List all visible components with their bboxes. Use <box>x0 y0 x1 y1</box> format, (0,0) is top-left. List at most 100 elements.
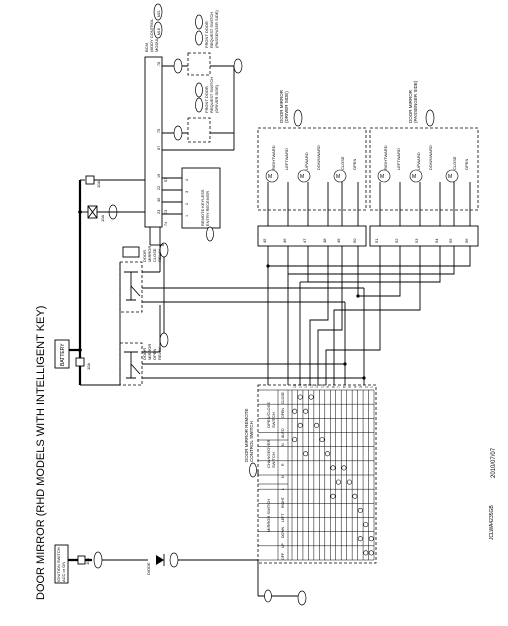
switch-contact <box>292 437 298 443</box>
passenger-switch-label-1: FRONT DOOR <box>204 21 209 48</box>
driver-switch-label-3: (DRIVER SIDE) <box>214 84 219 113</box>
ignition-switch: IGNITION SWITCH ACC or ON <box>54 544 69 584</box>
passenger-harness-pin-4: 54 <box>434 238 439 243</box>
bcm-pin-4: 75 <box>157 129 161 133</box>
bcm-label-2: (BODY CONTROL <box>149 18 154 52</box>
switch-contact <box>357 536 363 542</box>
switch-pin-label: 5 <box>348 386 352 388</box>
receiver-label-2: ENTRY RECEIVER <box>205 191 210 226</box>
col-open-close-2: SWITCH <box>271 412 276 428</box>
receiver-label-1: REMOTE KEYLESS <box>200 189 205 226</box>
driver-harness-pin-3: 47 <box>302 238 307 243</box>
receiver-pin-2: 3 <box>185 191 189 193</box>
switch-contact <box>346 479 352 485</box>
bcm-pin-6: 19 <box>157 174 161 178</box>
diode-label: DIODE <box>146 562 151 575</box>
sub-off: OFF <box>281 553 285 560</box>
battery: BATTERY <box>54 339 70 369</box>
bcm-pin-7: 22 <box>157 186 161 190</box>
driver-motor-leftward: LEFTWARD <box>284 148 289 170</box>
bcm-pin-5: 76 <box>157 62 161 66</box>
connector-d3-mirror <box>293 109 303 127</box>
switch-pin-label: 10 <box>321 384 325 388</box>
switch-pin-label: 12 <box>310 384 314 388</box>
driver-mirror-harness: 45 46 47 48 49 50 <box>257 225 367 247</box>
connector-m7-switch <box>249 462 257 478</box>
switch-pin-label: 9 <box>326 386 330 388</box>
sub-down: DOWN <box>281 526 285 538</box>
bcm-label-1: BCM <box>144 43 149 52</box>
svg-text:M: M <box>448 174 452 180</box>
passenger-harness-pin-5: 55 <box>448 238 453 243</box>
driver-harness-pin-4: 48 <box>322 238 327 243</box>
switch-pin-label: 15 <box>293 384 297 388</box>
diagram-title-group: DOOR MIRROR (RHD MODELS WITH INTELLIGENT… <box>35 306 47 600</box>
svg-text:M: M <box>336 174 340 180</box>
fuse-bcm-a: 10A <box>85 175 101 188</box>
door-mirror-close-relay: DOOR MIRROR CLOSE RELAY <box>119 242 169 313</box>
switch-pin-label: 3 <box>359 386 363 388</box>
driver-harness-pin-1: 45 <box>262 238 267 243</box>
figure-code: JCLWA4235GB <box>489 505 495 540</box>
switch-contact <box>297 394 303 400</box>
bcm-pins: 57 73 67 75 76 19 22 30 23 74 <box>157 62 168 226</box>
switch-pin-label: 8 <box>332 386 336 388</box>
driver-switch-label-1: FRONT DOOR <box>204 86 209 113</box>
bcm-pin-9: 23 <box>157 210 161 214</box>
switch-matrix <box>258 389 375 561</box>
connector-m76-ground <box>297 590 307 606</box>
svg-text:M: M <box>300 174 304 180</box>
switch-contact <box>341 465 347 471</box>
col-mirror-switch: MIRROR SWITCH <box>266 499 271 532</box>
ignition-switch-label: IGNITION SWITCH <box>56 547 61 582</box>
switch-pin-label: 4 <box>353 386 357 388</box>
driver-harness-pin-6: 50 <box>352 238 357 243</box>
ignition-switch-state: ACC or ON <box>61 562 66 582</box>
close-relay-label-1: DOOR <box>142 250 147 262</box>
connector-bcm-m18 <box>153 21 163 39</box>
passenger-motor-leftward: LEFTWARD <box>396 148 401 170</box>
switch-contact <box>308 394 314 400</box>
passenger-harness-pin-2: 52 <box>394 238 399 243</box>
mirror-passenger-label-1: DOOR MIRROR <box>408 89 413 123</box>
driver-harness-pin-2: 46 <box>282 238 287 243</box>
passenger-harness-pin-3: 53 <box>414 238 419 243</box>
switch-contact <box>303 408 309 414</box>
svg-text:M: M <box>412 174 416 180</box>
door-mirror-passenger-side: DOOR MIRROR (PASSENGER SIDE) M M M RIGHT… <box>369 80 479 211</box>
switch-pin-label: 7 <box>337 386 341 388</box>
switch-pin-label: 13 <box>304 384 308 388</box>
sub-right: RIGHT <box>281 496 285 508</box>
switch-contact <box>330 465 336 471</box>
col-open-close-1: OPEN/CLOSE <box>266 402 271 428</box>
bcm-connector-1: M18 <box>157 28 161 35</box>
close-relay-label-4: RELAY <box>157 249 162 262</box>
connector-m76-receiver <box>206 226 214 242</box>
receiver-pin-1: 4 <box>185 179 189 181</box>
switch-pin-label: 11 <box>315 384 319 388</box>
bcm-module: BCM (BODY CONTROL MODULE) M18 M21 <box>144 3 163 228</box>
battery-label: BATTERY <box>60 343 66 366</box>
door-mirror-remote-control-switch: DOOR MIRROR REMOTE CONTROL SWITCH MIRROR… <box>244 384 377 564</box>
col-changeover-1: CHANGEOVER <box>266 439 271 468</box>
switch-pin-label: 6 <box>342 386 346 388</box>
switch-contact <box>319 437 325 443</box>
passenger-motor-downward: DOWNWARD <box>428 145 433 170</box>
driver-motor-downward: DOWNWARD <box>316 145 321 170</box>
fuse-bcm-b-rating: 10A <box>100 215 105 222</box>
fuse-ign: 10A <box>77 555 90 565</box>
switch-contact <box>363 522 369 528</box>
connector-bcm-m21 <box>153 3 163 21</box>
connector-m60 <box>169 552 179 568</box>
driver-motor-rightward: RIGHTWARD <box>271 145 276 170</box>
fuse-bcm-b: 10A <box>80 205 105 222</box>
sub-n2: N <box>281 443 285 446</box>
switch-contact <box>368 536 374 542</box>
fuse-battery-rating: 10A <box>86 363 91 370</box>
receiver-pin-4: 1 <box>185 215 189 217</box>
passenger-motor-close: CLOSE <box>452 156 457 170</box>
switch-contact <box>330 493 336 499</box>
